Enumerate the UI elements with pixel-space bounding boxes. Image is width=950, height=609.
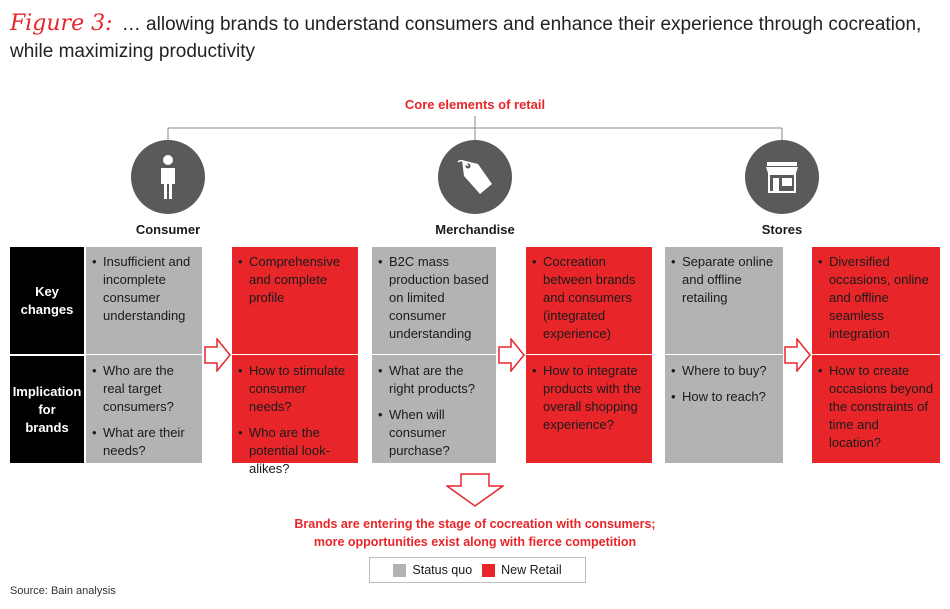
column-label-consumer: Consumer xyxy=(135,222,201,237)
list-item: What are their needs? xyxy=(92,424,196,460)
list-item: Cocreation between brands and consumers … xyxy=(532,253,646,343)
figure-label: Figure 3: xyxy=(10,11,113,36)
source-note: Source: Bain analysis xyxy=(10,585,116,597)
column-label-merchandise: Merchandise xyxy=(435,222,515,237)
column-label-stores: Stores xyxy=(761,222,803,237)
list-item: B2C mass production based on limited con… xyxy=(378,253,490,343)
list-item: Who are the real target consumers? xyxy=(92,362,196,416)
stores-status-quo-box: Separate online and offline retailing Wh… xyxy=(665,247,783,463)
consumer-new-retail-box: Comprehensive and complete profile How t… xyxy=(232,247,358,476)
legend-item-status-quo: Status quo xyxy=(393,563,472,577)
core-connector-lines xyxy=(167,116,783,140)
person-icon xyxy=(131,140,205,214)
row-header-implication: Implication for brands xyxy=(10,356,84,463)
legend: Status quo New Retail xyxy=(369,557,586,583)
list-item: Where to buy? xyxy=(671,362,777,380)
legend-item-new-retail: New Retail xyxy=(482,563,562,577)
status-quo-swatch xyxy=(393,563,407,577)
legend-label-new-retail: New Retail xyxy=(501,563,562,577)
stores-new-retail-box: Diversified occasions, online and offlin… xyxy=(812,247,940,463)
row-header-key-changes: Key changes xyxy=(10,247,84,354)
list-item: Who are the potential look-alikes? xyxy=(238,424,352,478)
list-item: Diversified occasions, online and offlin… xyxy=(818,253,934,343)
new-retail-swatch xyxy=(482,563,496,577)
list-item: How to stimulate consumer needs? xyxy=(238,362,352,416)
right-arrow-icon xyxy=(498,338,525,372)
list-item: When will consumer purchase? xyxy=(378,406,490,460)
conclusion-line-2: more opportunities exist along with fier… xyxy=(313,535,637,549)
down-arrow-icon xyxy=(446,473,504,507)
list-item: How to create occasions beyond the const… xyxy=(818,362,934,452)
merchandise-status-quo-box: B2C mass production based on limited con… xyxy=(372,247,496,463)
row-header-key-changes-text: Key changes xyxy=(20,283,74,317)
list-item: Separate online and offline retailing xyxy=(671,253,777,307)
figure-title-text: … allowing brands to understand consumer… xyxy=(10,14,922,62)
row-header-implication-text: Implication for brands xyxy=(12,383,82,435)
list-item: How to integrate products with the overa… xyxy=(532,362,646,434)
figure-title: Figure 3: … allowing brands to understan… xyxy=(10,10,945,65)
conclusion-text: Brands are entering the stage of cocreat… xyxy=(250,515,700,551)
right-arrow-icon xyxy=(784,338,811,372)
storefront-icon xyxy=(745,140,819,214)
consumer-status-quo-box: Insufficient and incomplete consumer und… xyxy=(86,247,202,463)
list-item: Comprehensive and complete profile xyxy=(238,253,352,307)
merchandise-new-retail-box: Cocreation between brands and consumers … xyxy=(526,247,652,463)
core-elements-label: Core elements of retail xyxy=(404,97,546,112)
conclusion-line-1: Brands are entering the stage of cocreat… xyxy=(294,517,656,531)
list-item: How to reach? xyxy=(671,388,777,406)
right-arrow-icon xyxy=(204,338,231,372)
price-tag-icon xyxy=(438,140,512,214)
legend-label-status-quo: Status quo xyxy=(412,563,473,577)
list-item: What are the right products? xyxy=(378,362,490,398)
list-item: Insufficient and incomplete consumer und… xyxy=(92,253,196,325)
